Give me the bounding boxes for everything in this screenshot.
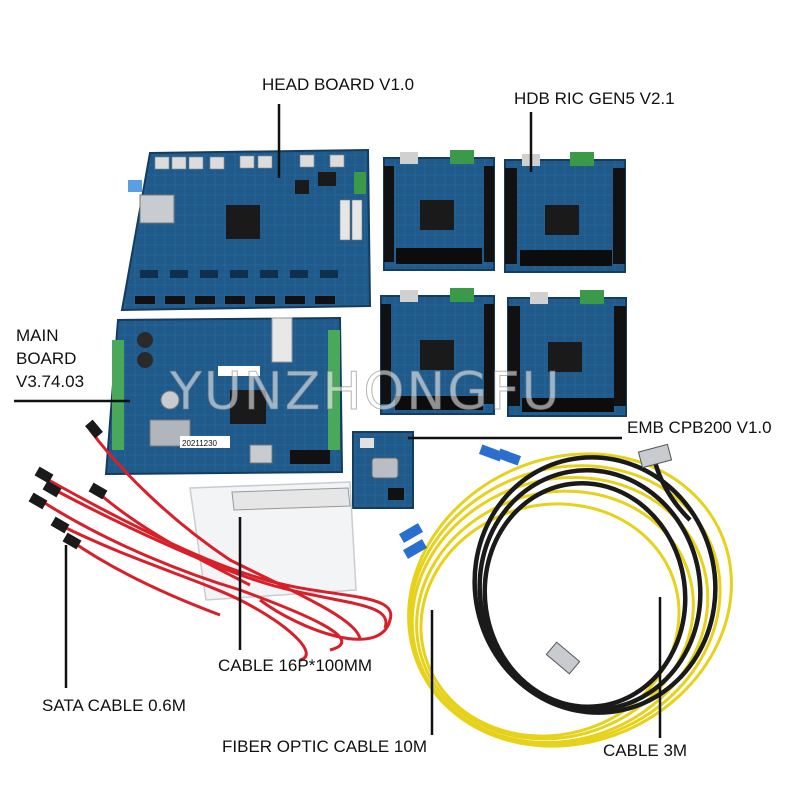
label-emb-cpb: EMB CPB200 V1.0: [627, 418, 772, 437]
label-fiber-cable: FIBER OPTIC CABLE 10M: [222, 737, 427, 756]
hdb-ric-board-1: [383, 150, 495, 271]
fiber-connectors: [398, 444, 522, 559]
main-board-date-silkscreen: 20211230: [182, 439, 217, 448]
label-main-board-line3: V3.74.03: [16, 372, 85, 391]
head-board: [120, 148, 372, 312]
label-main-board-line2: BOARD: [16, 349, 77, 368]
watermark: YUNZHONGFU: [170, 362, 562, 423]
label-main-board-line1: MAIN: [16, 326, 59, 345]
hdb-ric-board-3: [380, 288, 495, 415]
leader-lines: [14, 104, 662, 738]
hdb-ric-board-4: [507, 290, 627, 417]
label-head-board: HEAD BOARD V1.0: [262, 75, 415, 94]
emb-cpb-board: [352, 431, 414, 509]
label-sata-cable: SATA CABLE 0.6M: [42, 696, 186, 715]
label-hdb-ric: HDB RIC GEN5 V2.1: [514, 89, 675, 108]
label-cable-3m: CABLE 3M: [603, 741, 688, 760]
hdb-ric-board-2: [504, 152, 626, 273]
main-board: [104, 316, 344, 476]
ethernet-cable: [472, 455, 718, 715]
ethernet-plugs: [545, 443, 673, 675]
sata-connectors: [28, 419, 108, 550]
label-cable-16p: CABLE 16P*100MM: [218, 656, 373, 675]
